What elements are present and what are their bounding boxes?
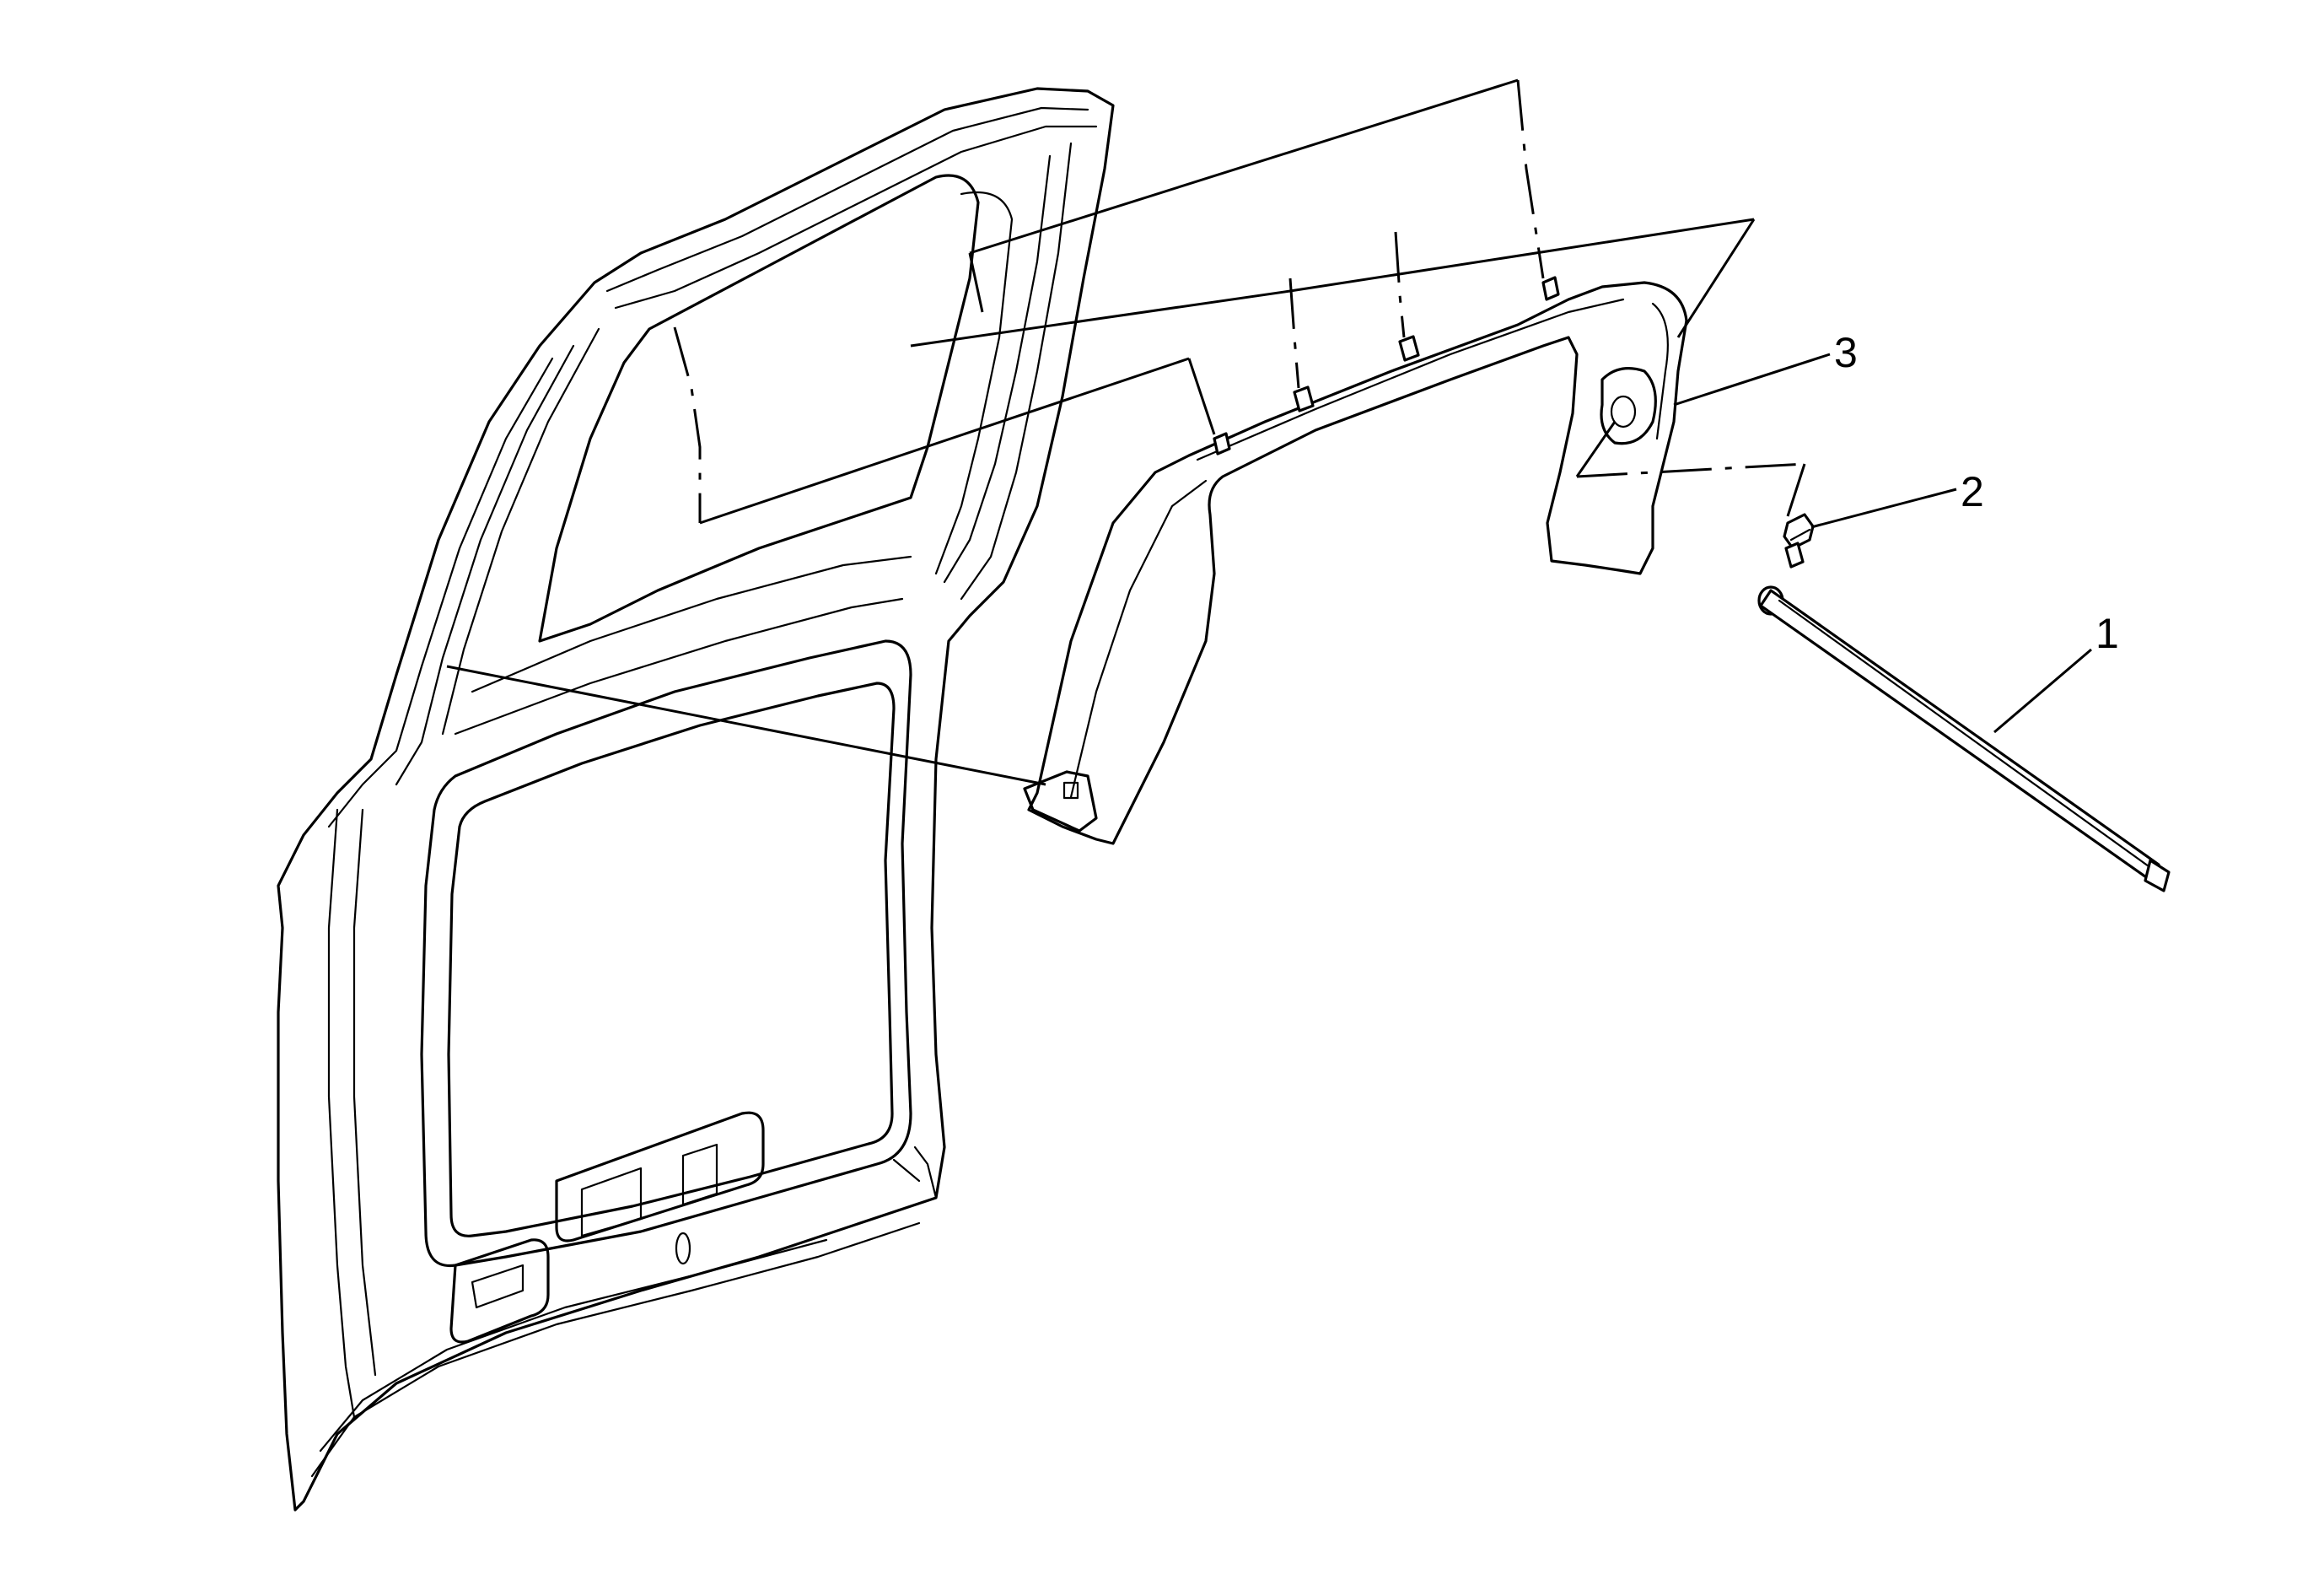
liftgate-panel <box>277 87 1115 1512</box>
callout-2-label: 2 <box>1961 468 1984 515</box>
callout-3-leader <box>1673 353 1831 407</box>
callout-1-label: 1 <box>2095 610 2119 657</box>
liftgate-strut <box>1757 585 2171 892</box>
lower-window-inner <box>447 682 896 1237</box>
upper-trim-body <box>1027 281 1688 845</box>
lower-window-opening <box>420 639 912 1268</box>
callouts: 3 2 1 <box>1673 329 2119 734</box>
callout-3-label: 3 <box>1834 329 1858 376</box>
strut-mount-boss <box>1600 367 1657 445</box>
alignment-lines <box>446 78 1806 786</box>
upper-trim-panel <box>1023 276 1688 845</box>
callout-2-leader <box>1810 488 1957 529</box>
liftgate-top-rim <box>605 106 1089 293</box>
strut-bottom-end <box>2144 859 2171 892</box>
trim-clips <box>1213 276 1560 455</box>
upper-window-opening <box>538 174 980 643</box>
ball-stud <box>1783 513 1815 569</box>
pull-handle <box>449 1238 550 1344</box>
callout-1-leader <box>1993 648 2092 734</box>
liftgate-outer-edge <box>277 87 1115 1512</box>
handle-pocket <box>555 1111 765 1242</box>
trim-lower-tab <box>1023 770 1098 833</box>
